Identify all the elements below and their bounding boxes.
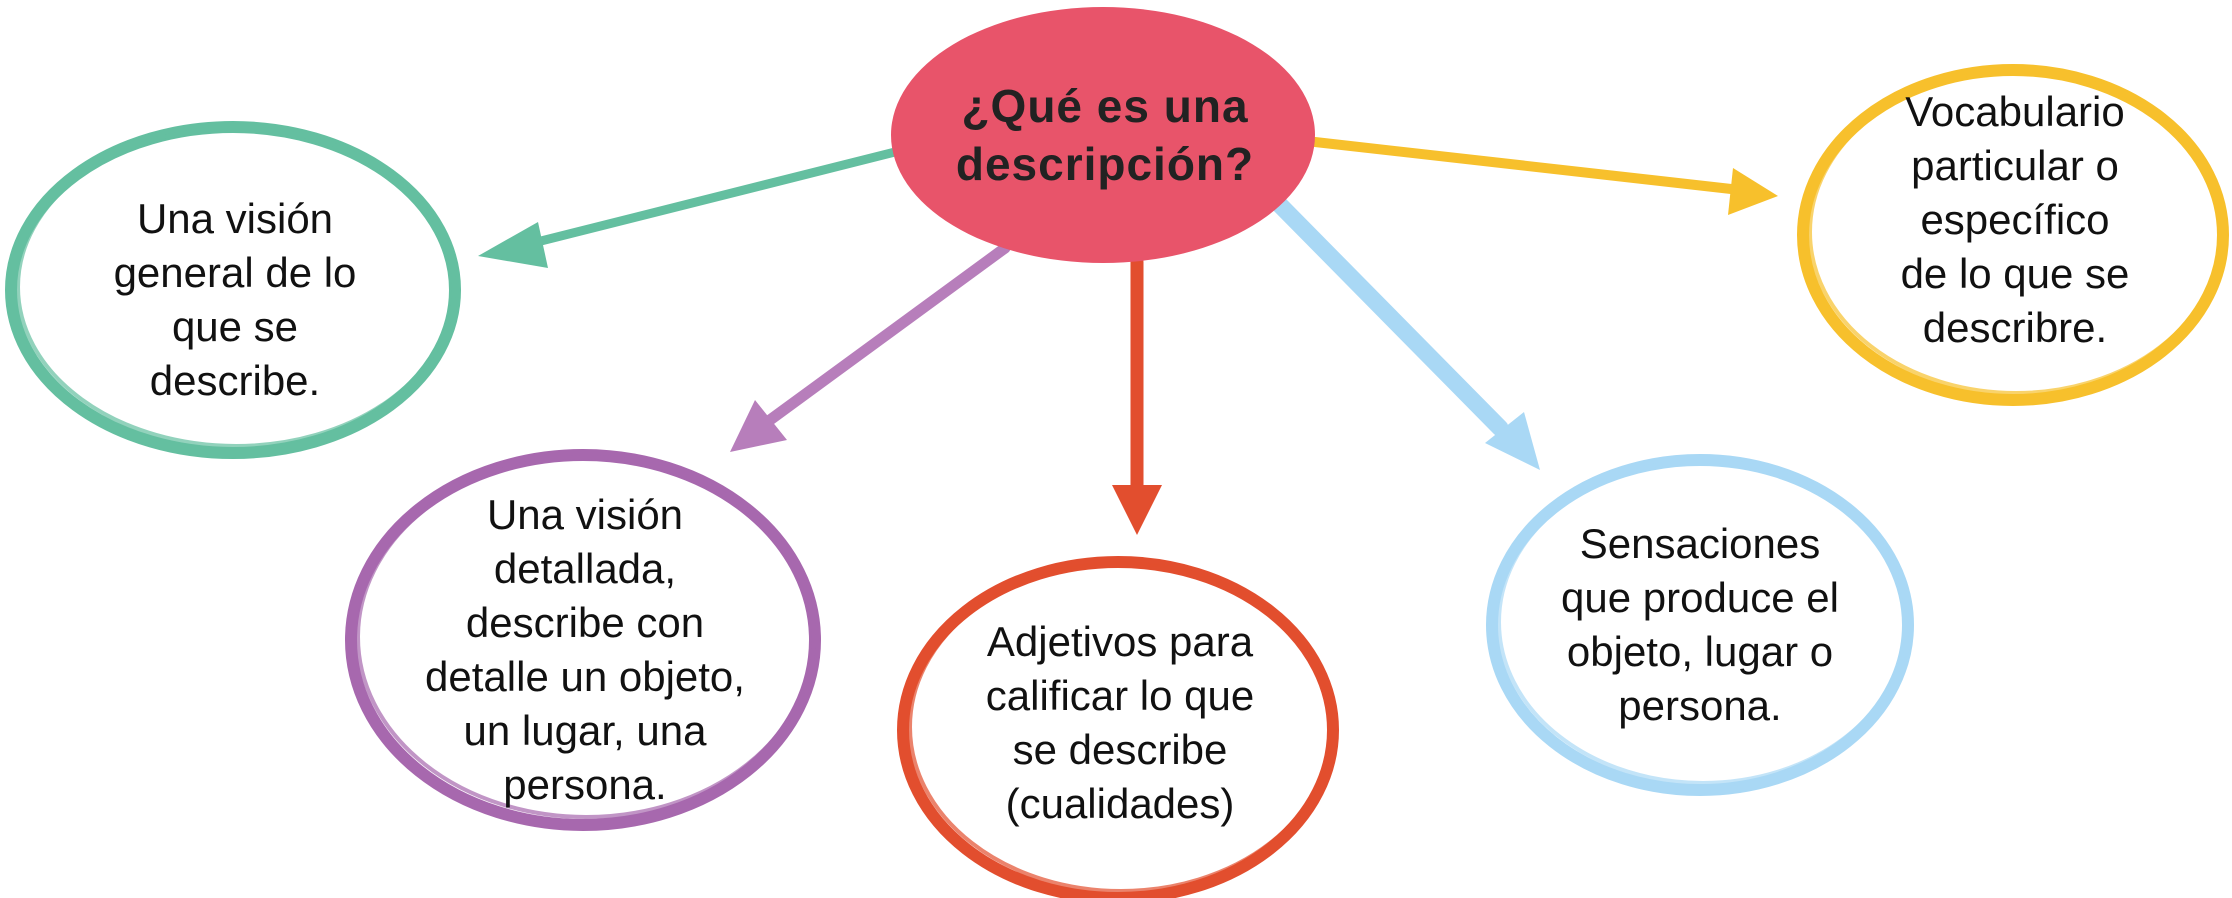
node-sensaciones-text: Sensaciones que produce el objeto, lugar… (1525, 510, 1875, 740)
node-line: general de lo (113, 249, 357, 296)
node-line: Una visión (136, 195, 334, 242)
node-line: objeto, lugar o (1566, 628, 1834, 675)
arrow-to-vocabulario (1310, 137, 1778, 215)
node-line: calificar lo que (985, 671, 1255, 719)
bubble-adjetivos (897, 556, 1339, 898)
node-adjetivos-text: Adjetivos para calificar lo que se descr… (935, 600, 1305, 845)
center-question: ¿Qué es una descripción? (900, 50, 1310, 220)
node-line: persona. (1618, 682, 1782, 729)
node-line: se describe (1012, 725, 1228, 773)
node-line: (cualidades) (1005, 779, 1235, 827)
node-detallada-text: Una visión detallada, describe con detal… (380, 470, 790, 830)
node-line: detalle un objeto, (425, 653, 745, 700)
node-line: describe. (149, 357, 321, 404)
node-line: detallada, (493, 545, 677, 592)
arrow-to-sensaciones (1271, 196, 1540, 470)
node-line: Adjetivos para (986, 617, 1254, 665)
node-line: que se (171, 303, 299, 350)
node-line: un lugar, una (463, 707, 707, 754)
node-line: describe con (465, 599, 705, 646)
center-line-2: descripción? (955, 138, 1255, 190)
node-line: particular o (1911, 142, 2119, 189)
node-line: específico (1920, 196, 2110, 243)
arrow-to-detallada (730, 242, 1011, 452)
node-general-text: Una visión general de lo que se describe… (40, 180, 430, 420)
node-line: Sensaciones (1579, 520, 1821, 567)
arrow-to-general (478, 147, 900, 268)
node-line: persona. (503, 761, 667, 808)
center-line-1: ¿Qué es una (961, 80, 1249, 132)
center-ellipse (891, 7, 1315, 263)
node-line: Vocabulario (1905, 88, 2125, 135)
bubble-general (5, 121, 461, 459)
arrow-to-adjetivos (1112, 255, 1162, 535)
bubble-vocabulario (1797, 64, 2229, 406)
bubble-sensaciones (1486, 454, 1914, 796)
bubble-detallada (345, 449, 821, 831)
node-line: de lo que se (1900, 250, 2130, 297)
node-vocabulario-text: Vocabulario particular o específico de l… (1845, 80, 2185, 360)
node-line: describre. (1922, 304, 2108, 351)
node-line: Una visión (486, 491, 684, 538)
node-line: que produce el (1561, 574, 1839, 621)
